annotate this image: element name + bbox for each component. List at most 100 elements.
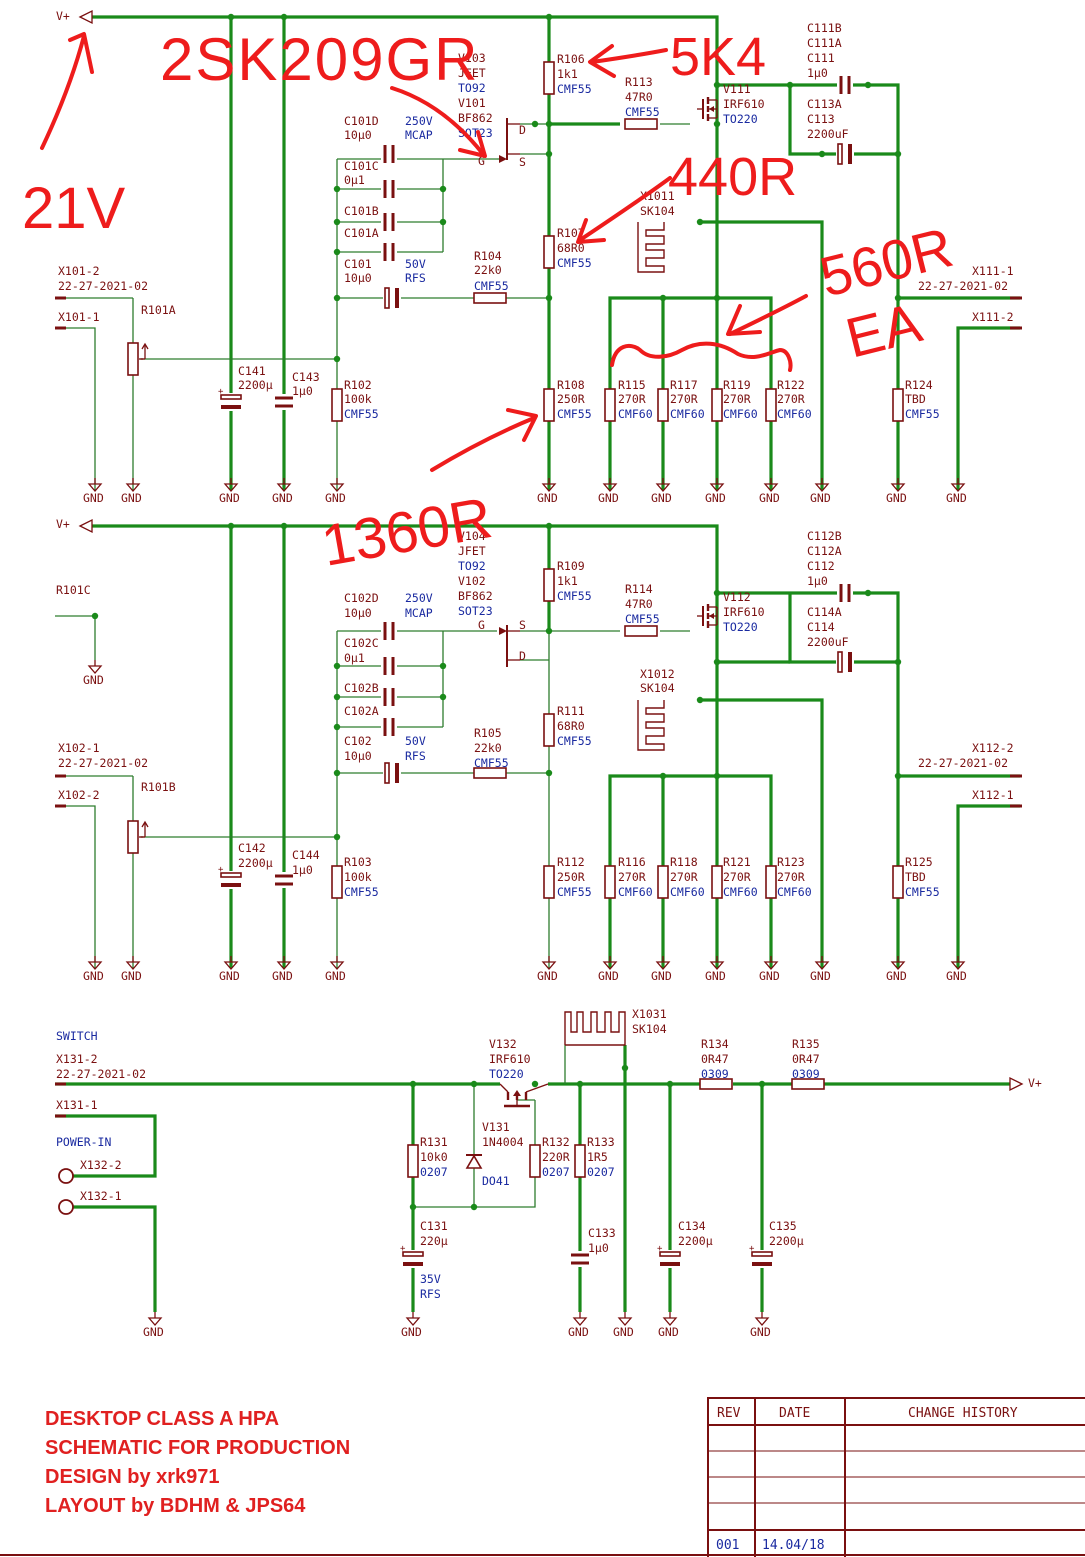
r134-package: 0309 xyxy=(701,1067,729,1081)
v101-type: BF862 xyxy=(458,111,493,125)
r104-package: CMF55 xyxy=(474,279,509,293)
v131-package: DO41 xyxy=(482,1174,510,1188)
c134-value: 2200µ xyxy=(678,1234,713,1248)
v132-label: V132 xyxy=(489,1037,517,1051)
r119-value: 270R xyxy=(723,392,751,406)
r106-package: CMF55 xyxy=(557,82,592,96)
r109-label: R109 xyxy=(557,559,585,573)
x112-2-label: X112-2 xyxy=(972,741,1014,755)
r123-label: R123 xyxy=(777,855,805,869)
r114-package: CMF55 xyxy=(625,612,660,626)
r105-label: R105 xyxy=(474,726,502,740)
c143-value: 1µ0 xyxy=(292,384,313,398)
v102-type: BF862 xyxy=(458,589,493,603)
v102-label: V102 xyxy=(458,574,486,588)
channel-2: V+ R101C X102-1 22-27-2021-02 X102-2 R10… xyxy=(55,517,1022,983)
c144-value: 1µ0 xyxy=(292,863,313,877)
r132-package: 0207 xyxy=(542,1165,570,1179)
r107-label: R107 xyxy=(557,226,585,240)
c111b-label: C111B xyxy=(807,21,842,35)
c113-value: 2200uF xyxy=(807,127,849,141)
gnd-label: GND xyxy=(121,969,142,983)
r106-value: 1k1 xyxy=(557,67,578,81)
r123-package: CMF60 xyxy=(777,885,812,899)
r122-label: R122 xyxy=(777,378,805,392)
v104-package: TO92 xyxy=(458,559,486,573)
c101c-value: 0µ1 xyxy=(344,173,365,187)
v104-type: JFET xyxy=(458,544,486,558)
gnd-label: GND xyxy=(537,491,558,505)
r113-package: CMF55 xyxy=(625,105,660,119)
c113a-label: C113A xyxy=(807,97,842,111)
c111-label: C111 xyxy=(807,51,835,65)
v102-drain-pin: D xyxy=(519,649,526,663)
gnd-labels-3: GND GND GND GND GND GND xyxy=(143,1325,771,1339)
c102a-label: C102A xyxy=(344,704,379,718)
title-line-1: DESKTOP CLASS A HPA xyxy=(45,1408,279,1430)
r103-package: CMF55 xyxy=(344,885,379,899)
c102d-package: MCAP xyxy=(405,606,433,620)
r131-package: 0207 xyxy=(420,1165,448,1179)
c101a-label: C101A xyxy=(344,226,379,240)
r101a-label: R101A xyxy=(141,303,176,317)
v102-source-pin: S xyxy=(519,618,526,632)
gnd-label: GND xyxy=(598,969,619,983)
r107-package: CMF55 xyxy=(557,256,592,270)
c102-label: C102 xyxy=(344,734,372,748)
gnd-label: GND xyxy=(598,491,619,505)
gnd-labels-2: GND GND GND GND GND GND GND GND GND GND … xyxy=(83,673,967,983)
c101d-label: C101D xyxy=(344,114,379,128)
r132-value: 220R xyxy=(542,1150,570,1164)
gnd-label: GND xyxy=(759,491,780,505)
r134-value: 0R47 xyxy=(701,1052,729,1066)
arrowhead-1360r xyxy=(506,408,538,442)
r116-label: R116 xyxy=(618,855,646,869)
x1011-type: SK104 xyxy=(640,204,675,218)
c141-label: C141 xyxy=(238,364,266,378)
r114-value: 47R0 xyxy=(625,597,653,611)
r118-package: CMF60 xyxy=(670,885,705,899)
r115-label: R115 xyxy=(618,378,646,392)
c111-value: 1µ0 xyxy=(807,66,828,80)
gnd-label: GND xyxy=(568,1325,589,1339)
r105-value: 22k0 xyxy=(474,741,502,755)
c111a-label: C111A xyxy=(807,36,842,50)
x111-1-label: X111-1 xyxy=(972,264,1014,278)
r132-label: R132 xyxy=(542,1135,570,1149)
junctions-1 xyxy=(227,13,902,363)
r125-label: R125 xyxy=(905,855,933,869)
gnd-label: GND xyxy=(759,969,780,983)
annotation-2sk209gr: 2SK209GR xyxy=(160,26,480,93)
x1012-label: X1012 xyxy=(640,667,675,681)
c101d-rating: 250V xyxy=(405,114,433,128)
c143-label: C143 xyxy=(292,370,320,384)
v101-label: V101 xyxy=(458,96,486,110)
r133-label: R133 xyxy=(587,1135,615,1149)
r102-package: CMF55 xyxy=(344,407,379,421)
gnd-label: GND xyxy=(325,969,346,983)
r116-package: CMF60 xyxy=(618,885,653,899)
gnd-label: GND xyxy=(810,969,831,983)
c102b-label: C102B xyxy=(344,681,379,695)
gnd-label: GND xyxy=(750,1325,771,1339)
r108-package: CMF55 xyxy=(557,407,592,421)
x102-date: 22-27-2021-02 xyxy=(58,756,148,770)
change-history-header: CHANGE HISTORY xyxy=(908,1406,1018,1421)
x112-1-label: X112-1 xyxy=(972,788,1014,802)
gnd-label: GND xyxy=(658,1325,679,1339)
v132-package: TO220 xyxy=(489,1067,524,1081)
gnd-label: GND xyxy=(219,969,240,983)
heatsink-x1031 xyxy=(564,1011,626,1046)
v131-label: V131 xyxy=(482,1120,510,1134)
gnd-label: GND xyxy=(272,969,293,983)
v131-type: 1N4004 xyxy=(482,1135,524,1149)
c113-label: C113 xyxy=(807,112,835,126)
r108-value: 250R xyxy=(557,392,585,406)
arrowhead-21v xyxy=(68,32,94,74)
x131-1-label: X131-1 xyxy=(56,1098,98,1112)
r103-value: 100k xyxy=(344,870,372,884)
gnd-label: GND xyxy=(810,491,831,505)
arrow-2sk209gr xyxy=(390,86,485,156)
c101-package: RFS xyxy=(405,271,426,285)
